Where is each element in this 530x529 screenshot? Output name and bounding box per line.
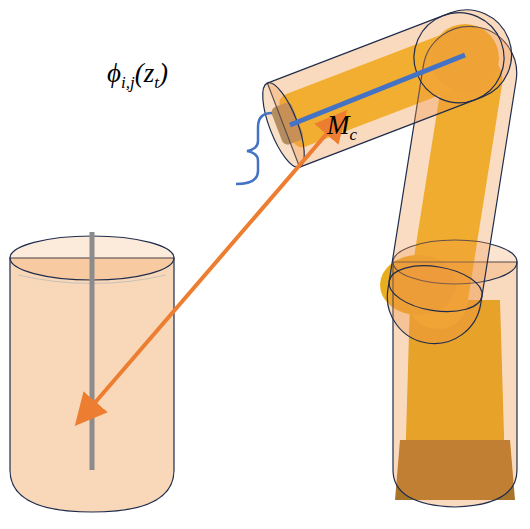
math-text: (z <box>135 58 155 88</box>
math-text: ) <box>159 58 168 88</box>
math-text: M <box>327 110 350 140</box>
margin-label: Mc <box>327 112 357 143</box>
subscript-text: i,j <box>121 73 135 92</box>
link-axis <box>290 55 465 125</box>
distance-arrow <box>80 116 342 420</box>
subscript-text: t <box>154 73 159 92</box>
upper-arm-capsule <box>254 0 524 172</box>
subscript-text: c <box>350 125 358 144</box>
distance-label: ϕi,j(zt) <box>107 60 168 91</box>
math-text: ϕ <box>107 58 121 88</box>
brace <box>236 113 272 184</box>
obstacle-axis <box>90 232 95 470</box>
